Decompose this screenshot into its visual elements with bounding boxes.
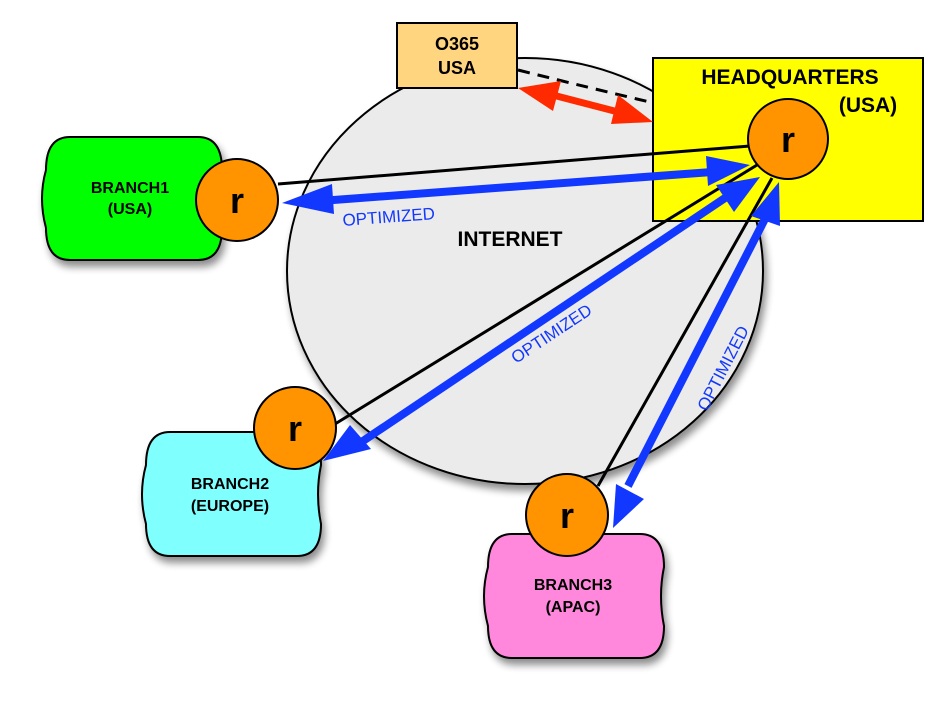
- router-branch3[interactable]: r: [525, 473, 609, 557]
- link-hq-branch2: [334, 163, 758, 426]
- optimized-link-branch3: [613, 182, 780, 528]
- internet-cloud: [286, 57, 764, 485]
- arrowhead-hq-from-branch3: [751, 182, 780, 226]
- branch1-label-region: (USA): [108, 201, 152, 218]
- optimized-link-branch2: [323, 177, 760, 461]
- o365-hq-link: [518, 81, 653, 124]
- branch2-label-region: (EUROPE): [191, 498, 269, 515]
- router-label: r: [288, 408, 302, 449]
- arrowhead-branch2: [323, 425, 371, 461]
- branch3-label-region: (APAC): [546, 599, 601, 616]
- o365-label-name: O365: [435, 34, 479, 54]
- headquarters-label-name: HEADQUARTERS: [701, 66, 878, 89]
- o365-arrowhead-left: [518, 81, 561, 111]
- branch1-label-name: BRANCH1: [91, 180, 169, 197]
- router-label: r: [230, 180, 244, 221]
- router-branch1[interactable]: r: [195, 158, 279, 242]
- arrowhead-hq-from-branch2: [716, 177, 760, 212]
- o365-arrowhead-right: [611, 95, 653, 124]
- link-hq-branch1: [277, 144, 751, 186]
- router-label: r: [781, 119, 795, 160]
- o365-box: [396, 22, 518, 89]
- router-headquarters[interactable]: r: [747, 98, 829, 180]
- router-label: r: [560, 495, 574, 536]
- arrowhead-hq-from-branch1: [706, 156, 750, 186]
- optimized-link-branch1: [282, 156, 750, 214]
- router-icon: [525, 473, 609, 557]
- arrowhead-branch3: [613, 484, 644, 528]
- branch3-label-name: BRANCH3: [534, 577, 612, 594]
- router-icon: [195, 158, 279, 242]
- link-hq-branch3: [596, 177, 774, 487]
- branch2-label-name: BRANCH2: [191, 476, 269, 493]
- o365-label-region: USA: [438, 58, 476, 78]
- router-icon: [747, 98, 829, 180]
- router-icon: [253, 386, 337, 470]
- internet-label: INTERNET: [458, 228, 563, 251]
- o365-dashed-link: [517, 68, 655, 105]
- branch1-site: [41, 136, 224, 261]
- headquarters-label-region: (USA): [839, 94, 897, 117]
- arrowhead-branch1: [282, 184, 334, 214]
- branch3-site: [483, 533, 666, 659]
- router-branch2[interactable]: r: [253, 386, 337, 470]
